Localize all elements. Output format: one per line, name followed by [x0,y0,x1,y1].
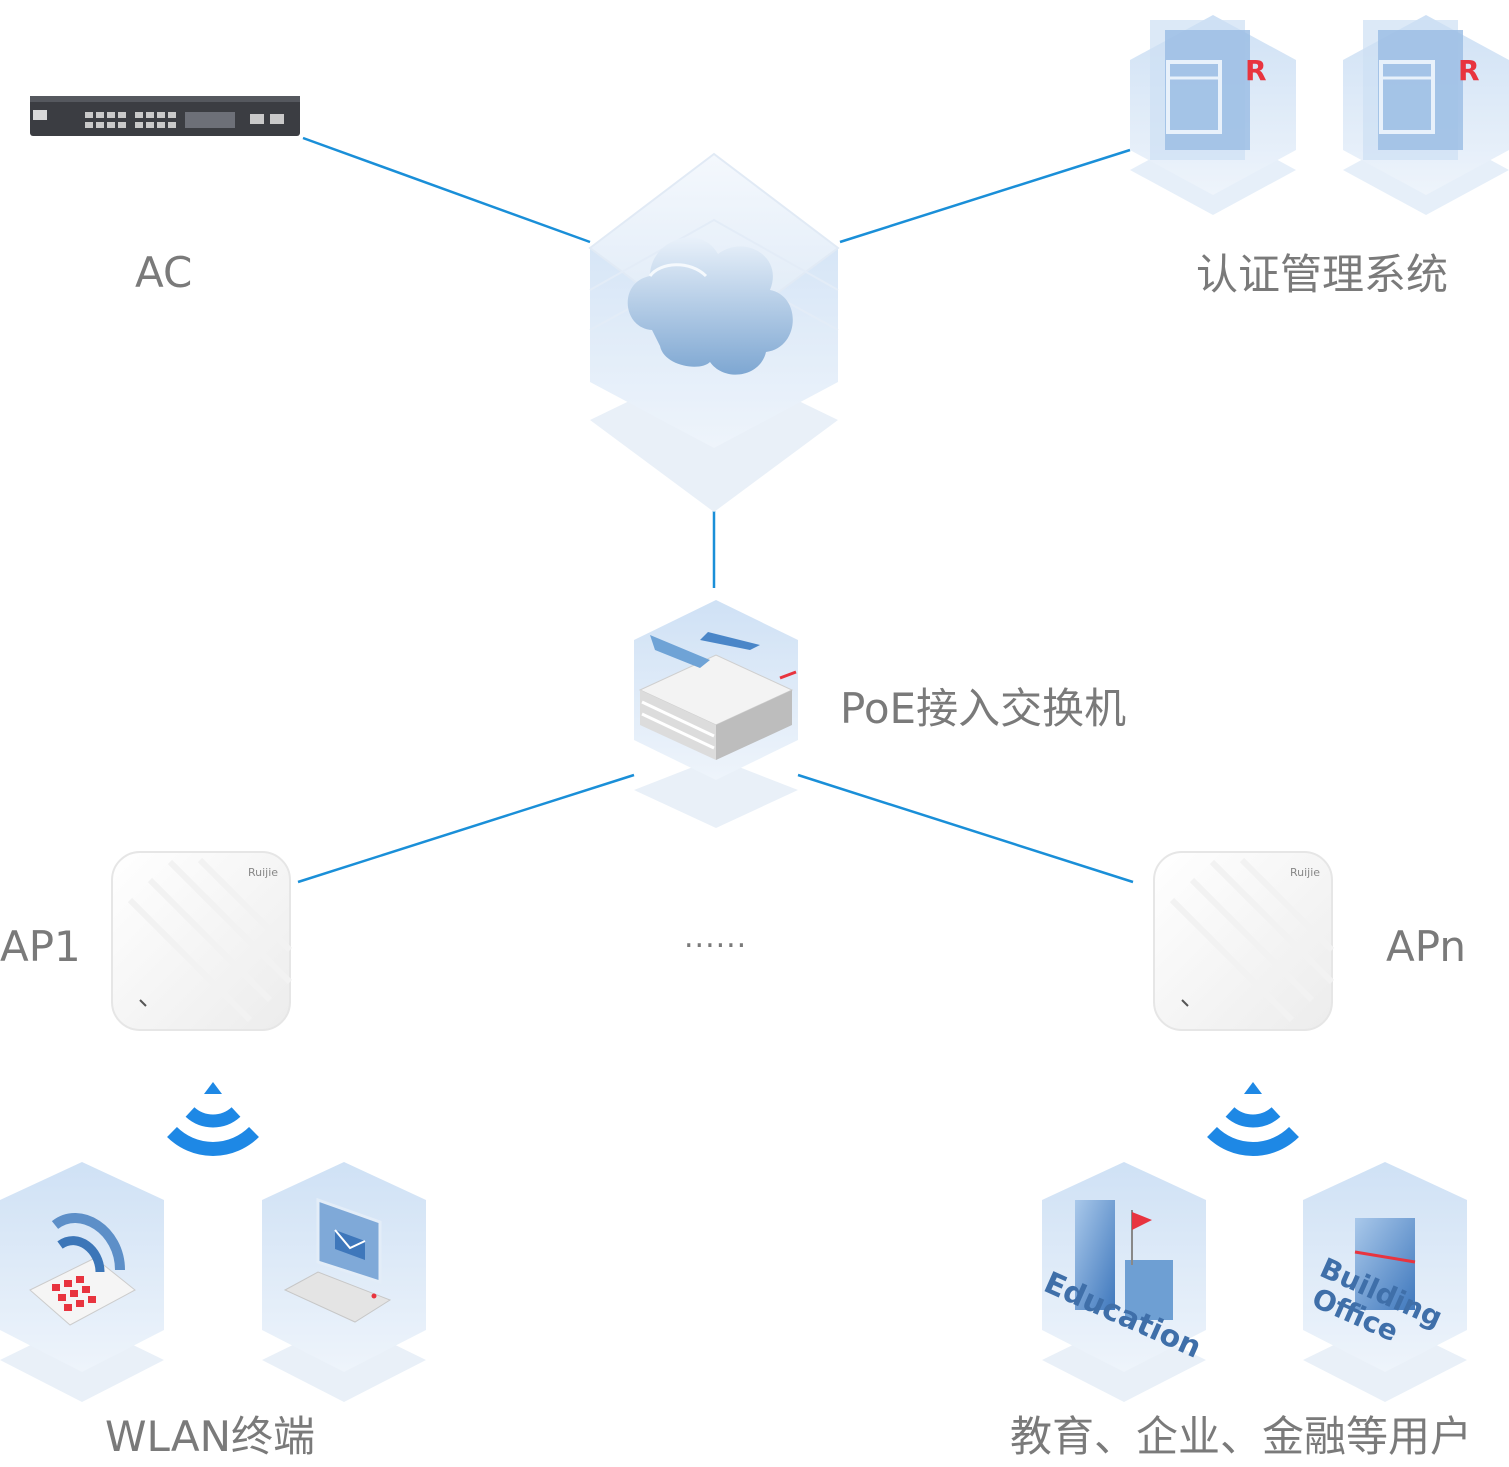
svg-text:R: R [1458,54,1480,87]
rack-switch-icon [30,96,300,136]
access-point-icon: Ruijie [111,851,293,1031]
svg-text:Ruijie: Ruijie [1290,866,1320,879]
phone-wifi-icon [0,1162,164,1402]
ap1-label: AP1 [0,922,81,971]
wlan-terminal-label: WLAN终端 [105,1412,316,1461]
link-poe-ap1 [297,773,635,884]
svg-text:Ruijie: Ruijie [248,866,278,879]
server-tile-1: R [1130,15,1296,215]
link-cloud-auth [839,148,1131,244]
svg-text:R: R [1245,54,1267,87]
cloud-tile [588,152,840,512]
server-tile-2: R [1343,15,1509,215]
laptop-mail-icon [262,1162,426,1402]
link-poe-apn [797,773,1134,884]
ap1-body [111,851,291,1031]
wifi-icon [167,1082,259,1156]
apn-label: APn [1386,922,1466,971]
auth-system-label: 认证管理系统 [1196,250,1449,299]
ellipsis: ...... [684,920,748,955]
education-building-icon: Education [1039,1162,1206,1402]
users-label: 教育、企业、金融等用户 [1010,1412,1473,1461]
poe-switch-icon [634,600,798,828]
cloud-icon [627,237,793,375]
wifi-icon [1207,1082,1299,1156]
link-ac-cloud [302,136,591,244]
office-building-icon: Building Office [1303,1162,1467,1402]
apn-body [1153,851,1333,1031]
ac-label: AC [135,248,193,297]
access-point-icon: Ruijie [1153,851,1335,1031]
server-window-icon: R R [1130,15,1509,215]
poe-switch-label: PoE接入交换机 [840,684,1127,733]
